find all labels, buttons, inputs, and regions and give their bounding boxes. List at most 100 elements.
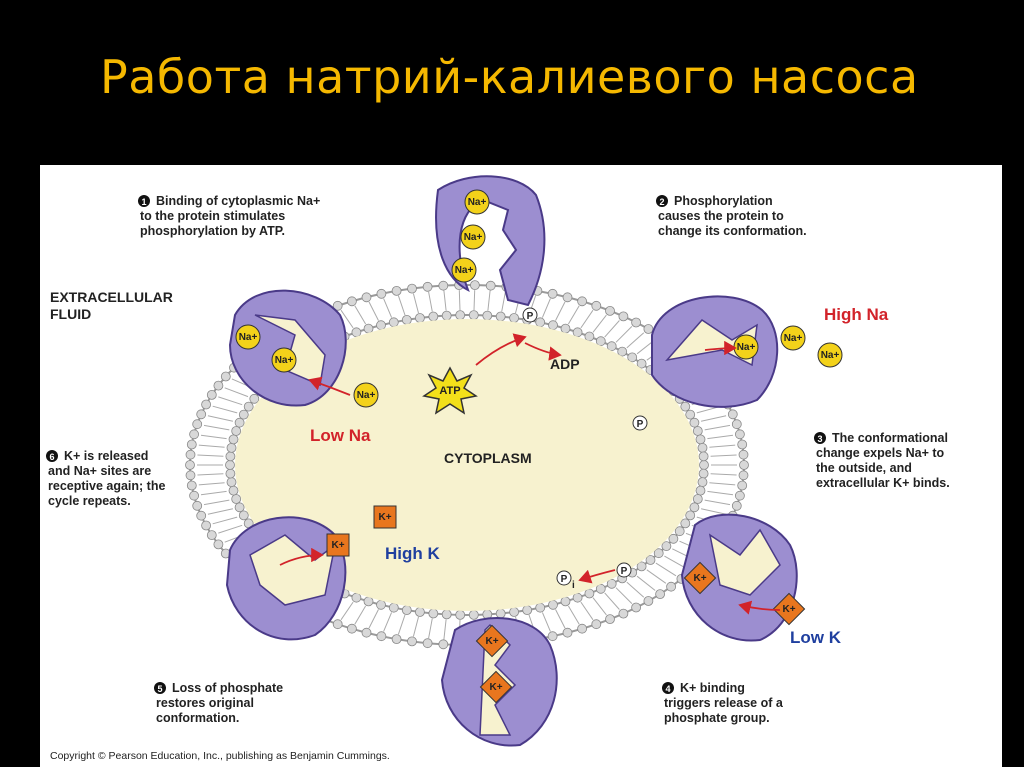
lipid-head: [186, 480, 197, 491]
cytoplasm-area: [235, 319, 699, 611]
lipid-head: [376, 599, 386, 610]
svg-text:P: P: [621, 566, 628, 577]
lipid-head: [535, 602, 546, 613]
lipid-head: [220, 371, 231, 382]
svg-text:Na+: Na+: [455, 265, 474, 276]
svg-text:1: 1: [141, 197, 146, 207]
lipid-head: [605, 614, 615, 625]
svg-text:P: P: [561, 574, 568, 585]
lipid-head: [332, 300, 343, 311]
lipid-head: [225, 468, 236, 479]
lipid-head: [674, 526, 685, 537]
lipid-head: [509, 607, 520, 617]
lipid-head: [577, 623, 587, 634]
lipid-head: [595, 583, 606, 594]
lipid-tail: [428, 291, 433, 312]
lipid-head: [737, 480, 748, 491]
lipid-tail: [218, 524, 243, 534]
lipid-head: [234, 502, 245, 513]
lipid-head: [591, 619, 602, 630]
step-1-caption: 1 Binding of cytoplasmic Na+ to the prot…: [138, 194, 320, 238]
lipid-head: [666, 581, 676, 592]
lipid-head: [401, 314, 412, 325]
lipid-head: [562, 627, 573, 638]
atp-burst: ATP: [422, 366, 478, 415]
lipid-head: [407, 283, 417, 294]
lipid-head: [643, 596, 654, 606]
na-ion: Na+: [451, 257, 477, 283]
lipid-head: [189, 429, 200, 440]
lipid-tail: [704, 499, 731, 506]
lipid-head: [572, 327, 583, 338]
phosphate-marker: P: [616, 562, 632, 578]
lipid-head: [185, 470, 196, 481]
lipid-head: [469, 280, 480, 290]
svg-text:conformation.: conformation.: [156, 711, 239, 725]
lipid-head: [535, 317, 546, 328]
svg-text:restores original: restores original: [156, 696, 254, 710]
lipid-head: [185, 449, 196, 460]
na-ion: Na+: [780, 325, 806, 351]
extracellular-label-line2: FLUID: [50, 306, 91, 322]
k-ion: K+: [683, 561, 717, 595]
lipid-tail: [354, 605, 367, 625]
lipid-head: [631, 317, 641, 328]
k-ion: K+: [475, 624, 509, 658]
na-ion: Na+: [460, 224, 486, 250]
lipid-head: [661, 541, 672, 552]
lipid-head: [231, 426, 242, 436]
svg-text:Na+: Na+: [464, 232, 483, 243]
lipid-head: [422, 638, 433, 649]
lipid-head: [351, 327, 362, 338]
lipid-tail: [203, 424, 230, 431]
inorganic-phosphate: P i: [556, 570, 575, 591]
lipid-head: [213, 539, 224, 550]
lipid-head: [455, 310, 466, 321]
lipid-tail: [458, 290, 461, 311]
lipid-tail: [428, 618, 433, 639]
pump-protein-2: [651, 295, 779, 408]
lipid-head: [495, 608, 506, 619]
lipid-tail: [646, 569, 667, 584]
svg-text:Phosphorylation: Phosphorylation: [674, 194, 773, 208]
lipid-head: [231, 494, 242, 504]
lipid-head: [213, 380, 224, 391]
lipid-tail: [541, 612, 551, 632]
low-na-label: Low Na: [310, 426, 371, 445]
lipid-head: [697, 442, 708, 453]
lipid-tail: [707, 434, 734, 440]
lipid-tail: [340, 601, 354, 621]
lipid-head: [560, 596, 571, 607]
lipid-head: [206, 530, 217, 541]
lipid-head: [441, 310, 452, 321]
lipid-head: [468, 609, 479, 620]
lipid-head: [522, 605, 533, 616]
lipid-head: [643, 324, 654, 334]
lipid-tail: [567, 305, 580, 325]
high-k-label: High K: [385, 544, 440, 563]
pump-protein-1: [435, 175, 546, 307]
lipid-tail: [604, 320, 620, 338]
pump-diagram-figure: Na+ Na+ Na+ Na+ Na+ Na+ Na+ Na+ Na+ K+ K…: [40, 165, 1002, 767]
phosphate-marker: P: [522, 307, 538, 323]
lipid-head: [572, 592, 583, 603]
lipid-head: [636, 358, 647, 369]
lipid-head: [495, 311, 506, 322]
lipid-tail: [354, 305, 367, 325]
lipid-head: [738, 470, 749, 481]
cytoplasm-label: CYTOPLASM: [444, 450, 532, 466]
lipid-head: [653, 548, 664, 559]
lipid-head: [618, 608, 629, 619]
lipid-head: [482, 310, 493, 321]
lipid-head: [201, 520, 212, 531]
lipid-head: [351, 592, 362, 603]
na-ion: Na+: [817, 342, 843, 368]
lipid-tail: [412, 616, 419, 637]
lipid-head: [560, 323, 571, 334]
lipid-head: [617, 346, 628, 357]
lipid-head: [438, 280, 449, 291]
lipid-head: [441, 609, 452, 620]
svg-text:Na+: Na+: [357, 390, 376, 401]
lipid-tail: [397, 295, 406, 316]
svg-text:Binding of cytoplasmic Na+: Binding of cytoplasmic Na+: [156, 194, 320, 208]
